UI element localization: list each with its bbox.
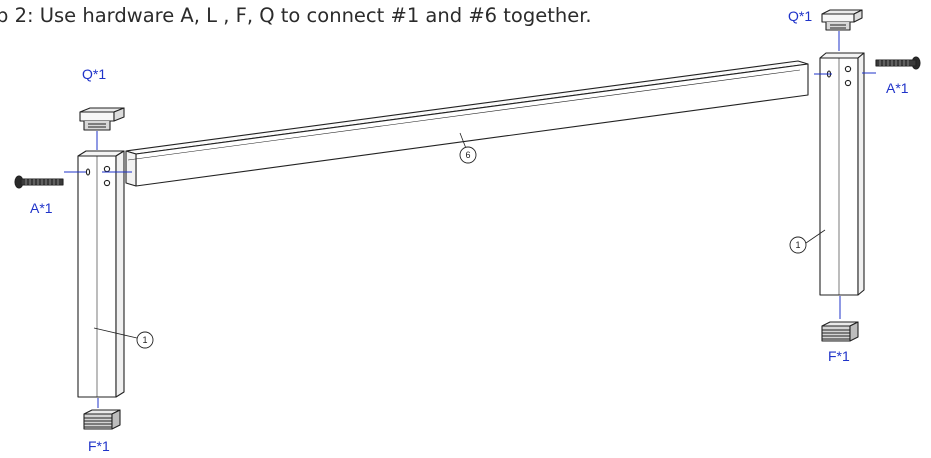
right-leg-part-1	[819, 52, 865, 296]
beam-part-6	[125, 60, 809, 187]
callout-right-leg-text: 1	[795, 240, 800, 250]
cap-left-label: Q*1	[82, 66, 107, 82]
foot-left-label: F*1	[88, 438, 110, 454]
bolt-right-label: A*1	[886, 80, 909, 96]
cap-right-label: Q*1	[788, 8, 813, 24]
callout-left-leg: 1	[136, 331, 154, 349]
foot-right-f	[821, 321, 859, 342]
left-leg-part-1	[77, 150, 125, 398]
callout-beam-text: 6	[465, 150, 470, 160]
bolt-left-a	[14, 175, 64, 189]
callout-beam: 6	[459, 146, 477, 164]
step-instruction: p 2: Use hardware A, L , F, Q to connect…	[0, 4, 592, 27]
assembly-guide-lines	[64, 31, 876, 408]
bolt-left-label: A*1	[30, 200, 53, 216]
bolt-right-a	[875, 56, 921, 70]
foot-left-f	[83, 409, 121, 430]
callout-right-leg: 1	[789, 236, 807, 254]
cap-left-q	[79, 107, 125, 131]
foot-right-label: F*1	[828, 348, 850, 364]
cap-right-q	[821, 9, 863, 31]
callout-left-leg-text: 1	[142, 335, 147, 345]
